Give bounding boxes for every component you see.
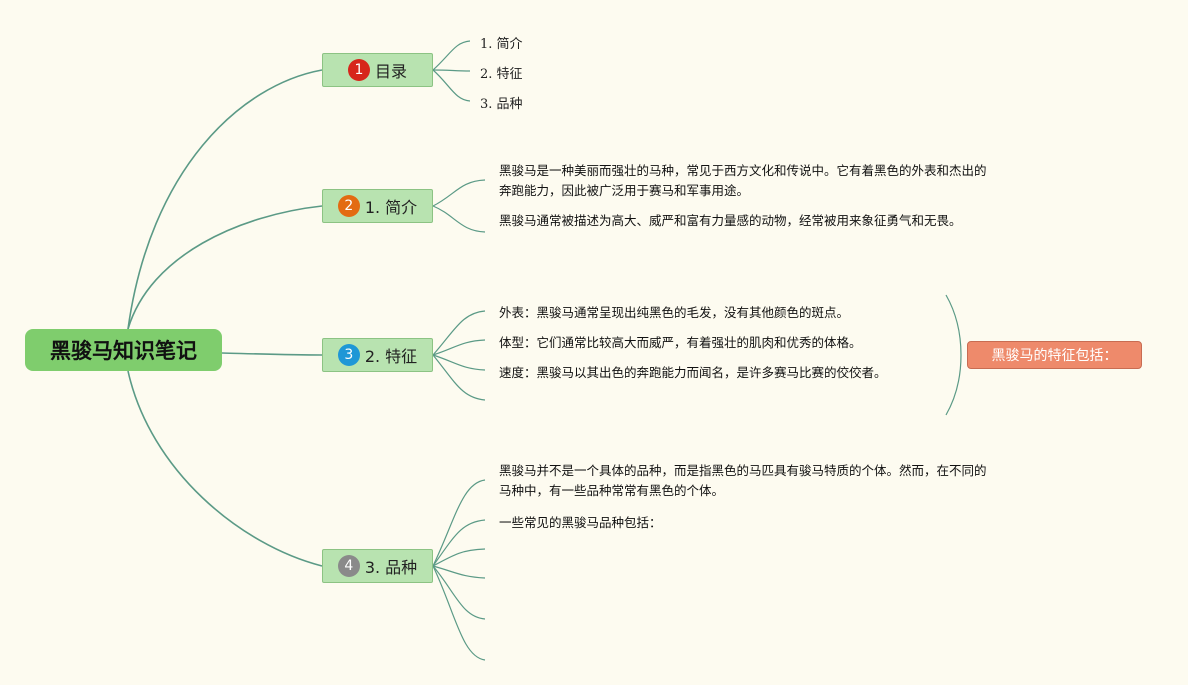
- feature-item[interactable]: 外表：黑骏马通常呈现出纯黑色的毛发，没有其他颜色的斑点。: [499, 305, 850, 320]
- features-summary[interactable]: 黑骏马的特征包括：: [967, 341, 1142, 369]
- branch-toc[interactable]: 1 目录: [322, 53, 433, 87]
- intro-paragraph[interactable]: 黑骏马通常被描述为高大、威严和富有力量感的动物，经常被用来象征勇气和无畏。: [499, 213, 962, 228]
- toc-item[interactable]: 2. 特征: [480, 67, 523, 82]
- branch-label: 1. 简介: [364, 198, 418, 217]
- branch-label: 3. 品种: [364, 558, 418, 577]
- branch-intro[interactable]: 2 1. 简介: [322, 189, 433, 223]
- toc-item[interactable]: 3. 品种: [480, 97, 523, 112]
- feature-item[interactable]: 速度：黑骏马以其出色的奔跑能力而闻名，是许多赛马比赛的佼佼者。: [499, 365, 887, 380]
- breeds-paragraph[interactable]: 黑骏马并不是一个具体的品种，而是指黑色的马匹具有骏马特质的个体。然而，在不同的马…: [499, 463, 987, 498]
- breeds-paragraph[interactable]: 一些常见的黑骏马品种包括：: [499, 515, 662, 530]
- priority-1-icon: 1: [347, 59, 370, 81]
- branch-features[interactable]: 3 2. 特征: [322, 338, 433, 372]
- root-topic[interactable]: 黑骏马知识笔记: [25, 329, 222, 371]
- root-title: 黑骏马知识笔记: [50, 339, 197, 363]
- feature-item[interactable]: 体型：它们通常比较高大而威严，有着强壮的肌肉和优秀的体格。: [499, 335, 862, 350]
- branch-label: 2. 特征: [364, 347, 418, 366]
- branch-breeds[interactable]: 4 3. 品种: [322, 549, 433, 583]
- intro-paragraph[interactable]: 黑骏马是一种美丽而强壮的马种，常见于西方文化和传说中。它有着黑色的外表和杰出的奔…: [499, 163, 987, 198]
- priority-3-icon: 3: [337, 344, 360, 366]
- priority-4-icon: 4: [337, 555, 360, 577]
- branch-label: 目录: [374, 62, 407, 81]
- priority-2-icon: 2: [337, 195, 360, 217]
- summary-label: 黑骏马的特征包括：: [991, 348, 1118, 364]
- toc-item[interactable]: 1. 简介: [480, 37, 523, 52]
